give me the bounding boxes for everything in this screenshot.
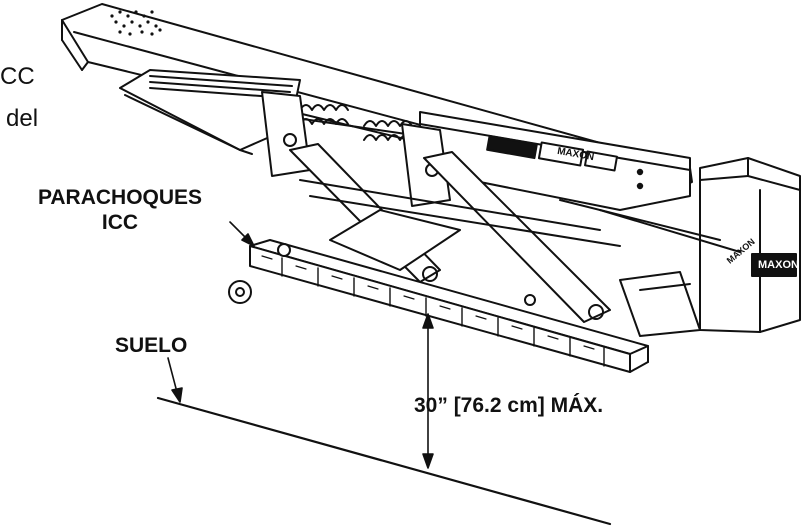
pump-box xyxy=(699,157,801,333)
cut-text-line-1: CC xyxy=(0,63,35,90)
ground-line xyxy=(156,396,612,526)
scissor-arms xyxy=(289,143,741,323)
max-height-label: 30” [76.2 cm] MÁX. xyxy=(414,394,604,417)
cylinder-block xyxy=(619,271,701,337)
brand-mark-pump-box: MAXON xyxy=(758,259,799,271)
icc-bumper xyxy=(249,239,649,373)
ground-label: SUELO xyxy=(115,334,188,357)
leader-arrows xyxy=(167,221,255,403)
folded-platform xyxy=(119,69,301,155)
cut-text-line-2: del xyxy=(6,105,39,132)
bumper-label: PARACHOQUES ICC xyxy=(0,185,240,235)
dimension-line xyxy=(422,313,434,469)
roller-wheels xyxy=(228,243,291,304)
bumper-label-line-1: PARACHOQUES xyxy=(37,186,203,209)
deck-hole-pattern xyxy=(110,10,162,36)
bumper-label-line-2: ICC xyxy=(101,211,139,234)
springs xyxy=(295,104,421,141)
